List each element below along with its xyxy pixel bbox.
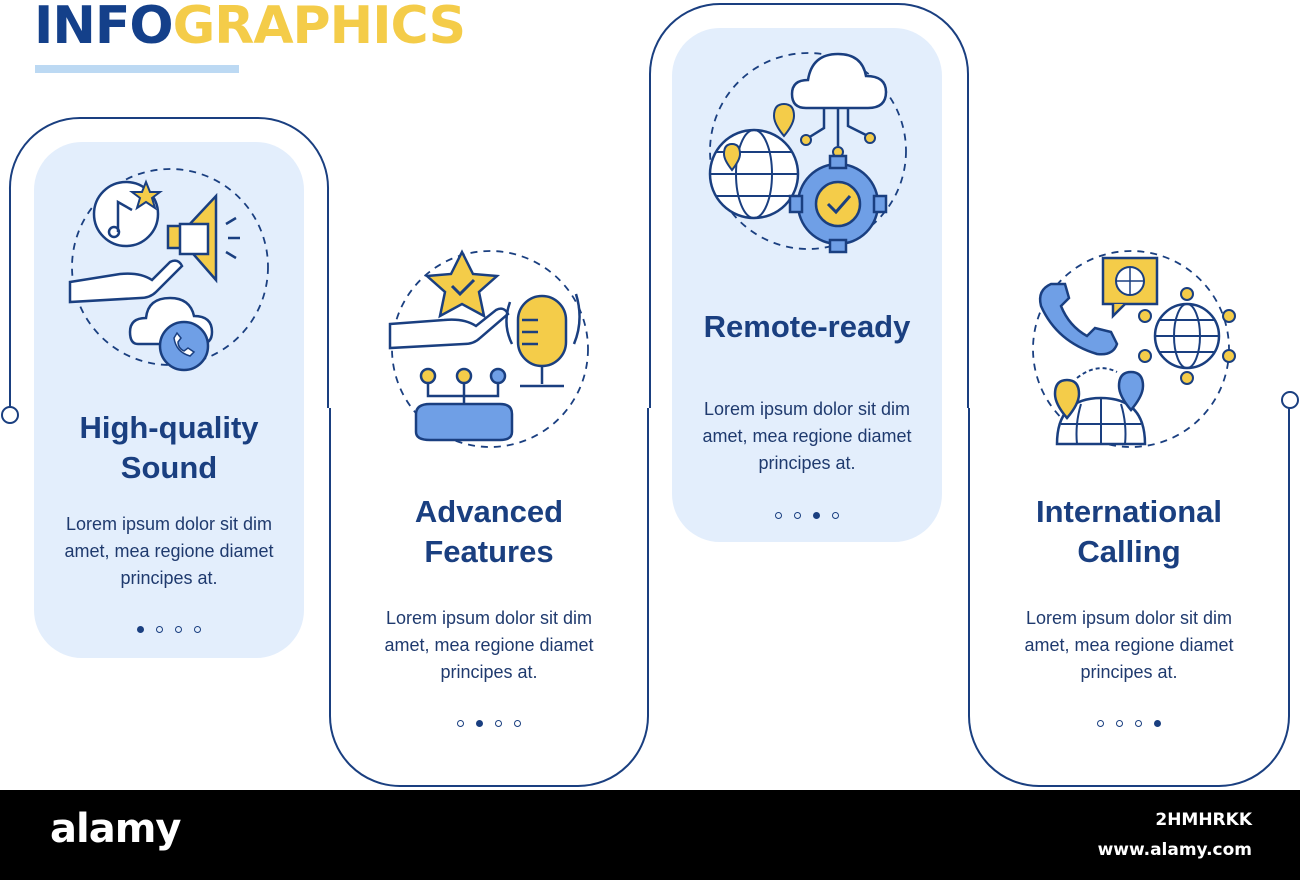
connector-start-circle: [1, 406, 19, 424]
step-dot: [194, 626, 201, 633]
step-dot: [1135, 720, 1142, 727]
calling-icon-group: [1032, 250, 1236, 448]
step-title-4: International Calling: [1035, 494, 1222, 569]
step-dot: [457, 720, 464, 727]
step-card-international-calling: International Calling Lorem ipsum dolor …: [969, 240, 1289, 786]
step-card-high-quality-sound: High-quality Sound Lorem ipsum dolor sit…: [34, 142, 304, 658]
star-icon: [129, 179, 163, 211]
outline-card-2: [329, 408, 649, 787]
step-dot: [495, 720, 502, 727]
infographics-title: INFOGRAPHICS: [34, 0, 467, 58]
step-dot-active: [476, 720, 483, 727]
step-description-1: Lorem ipsum dolor sit dim amet, mea regi…: [64, 514, 274, 588]
alamy-logo: alamy: [50, 806, 181, 852]
step-dots-4: [969, 720, 1289, 730]
image-id: 2HMHRKK: [1155, 810, 1252, 830]
gear-check-icon: [788, 154, 888, 254]
title-part-info: INFO: [34, 0, 174, 56]
step-dot: [175, 626, 182, 633]
features-icon-group: [388, 249, 589, 448]
step-dots-1: [34, 626, 304, 636]
outline-card-3: [649, 3, 969, 408]
step-title-3: Remote-ready: [703, 309, 911, 344]
step-dot: [775, 512, 782, 519]
step-title-2: Advanced Features: [414, 494, 564, 569]
star-check-icon: [423, 249, 501, 319]
step-description-3: Lorem ipsum dolor sit dim amet, mea regi…: [702, 399, 912, 473]
step-dot: [794, 512, 801, 519]
step-card-advanced-features: Advanced Features Lorem ipsum dolor sit …: [330, 240, 648, 786]
network-globe-icon: [1138, 287, 1236, 385]
title-underline: [35, 65, 239, 73]
step-title-1: High-quality Sound: [79, 410, 259, 485]
cloud-phone-icon: [128, 296, 214, 372]
hand-icon: [388, 307, 510, 350]
site-url: www.alamy.com: [1097, 840, 1252, 860]
step-outlines: [1, 3, 1299, 787]
step-card-remote-ready: Remote-ready Lorem ipsum dolor sit dim a…: [672, 28, 942, 542]
phone-icon: [1038, 282, 1119, 356]
watermark-bar: alamy 2HMHRKK www.alamy.com: [0, 790, 1300, 880]
globe-pins-icon: [1053, 367, 1147, 446]
step-description-4: Lorem ipsum dolor sit dim amet, mea regi…: [1024, 608, 1234, 682]
connector-end-circle: [1281, 391, 1299, 409]
step-dots-3: [672, 512, 942, 522]
step-dot: [514, 720, 521, 727]
title-part-graphics: GRAPHICS: [172, 0, 467, 56]
sound-icon-group: [68, 168, 269, 372]
step-dot: [1097, 720, 1104, 727]
network-icon: [419, 367, 507, 410]
remote-icon-group: [708, 52, 907, 254]
step-dots-2: [330, 720, 648, 730]
step-dot-active: [813, 512, 820, 519]
step-dot-active: [1154, 720, 1161, 727]
step-description-2: Lorem ipsum dolor sit dim amet, mea regi…: [384, 608, 594, 682]
step-dot: [1116, 720, 1123, 727]
microphone-icon: [505, 293, 581, 388]
hand-icon: [68, 259, 184, 304]
phone-receiver-icon: [414, 402, 514, 442]
step-dot: [832, 512, 839, 519]
outline-card-1: [8, 117, 330, 408]
outline-card-4: [968, 408, 1290, 787]
step-dot: [156, 626, 163, 633]
step-dot-active: [137, 626, 144, 633]
speaker-icon: [166, 192, 240, 284]
globe-pins-icon: [708, 102, 800, 220]
chat-globe-icon: [1101, 256, 1159, 320]
cloud-network-icon: [790, 52, 888, 158]
